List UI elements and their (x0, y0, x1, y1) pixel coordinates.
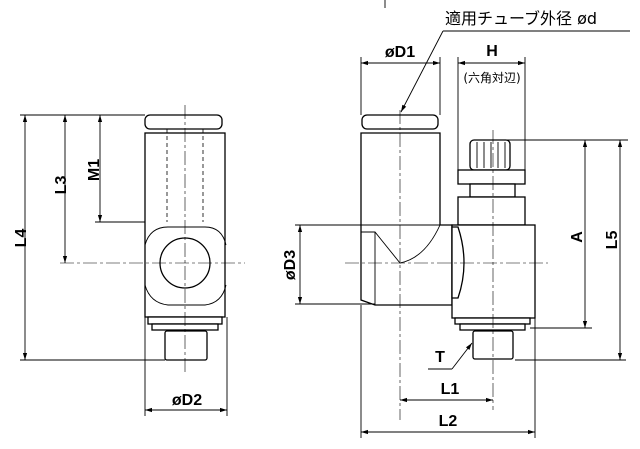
tube-od-note: 適用チューブ外径 ød (445, 9, 597, 28)
release-button (144, 114, 223, 130)
label-M1: M1 (86, 159, 103, 181)
hex (457, 196, 526, 226)
label-D1: øD1 (385, 44, 415, 61)
label-L5: L5 (604, 231, 621, 250)
thread (164, 330, 208, 361)
tube-leader (400, 30, 444, 113)
side-view: L4 L3 M1 øD2 (13, 105, 245, 416)
label-L4: L4 (13, 229, 30, 248)
adjust-knob (469, 139, 511, 171)
hex-across-flats-note: (六角対辺) (463, 71, 520, 85)
banjo-outline (144, 226, 227, 306)
front-view: 適用チューブ外径 ød øD1 H (六角対辺) (282, 0, 630, 438)
label-L3: L3 (53, 176, 70, 195)
label-T: T (435, 349, 445, 366)
label-D2: øD2 (172, 392, 202, 409)
valve-body (451, 224, 536, 319)
label-A: A (569, 231, 586, 243)
label-L2: L2 (439, 413, 458, 430)
lock-nut (457, 169, 526, 185)
label-D3: øD3 (282, 250, 299, 280)
label-H: H (486, 43, 498, 60)
label-L1: L1 (441, 381, 460, 398)
